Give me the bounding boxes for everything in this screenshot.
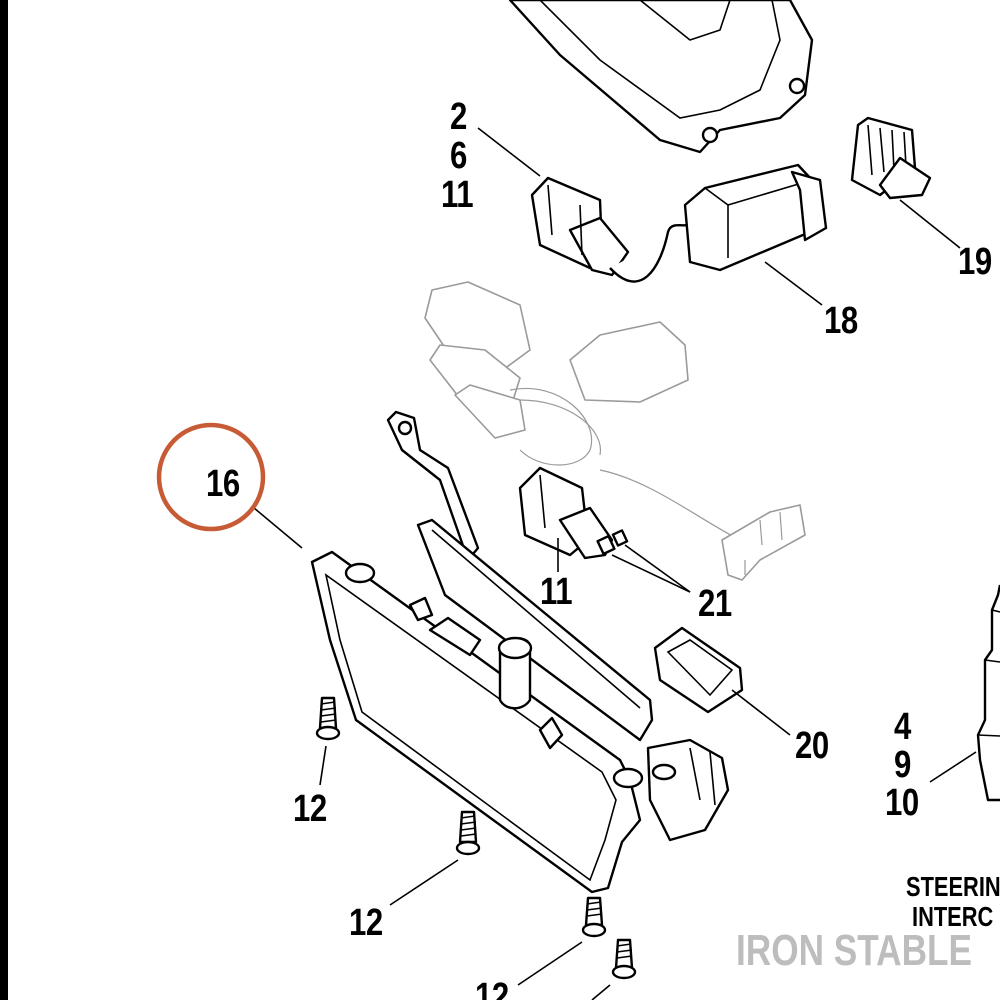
- callout-20: 20: [795, 725, 829, 767]
- callout-11-lower: 11: [540, 571, 573, 613]
- callout-18: 18: [824, 300, 858, 342]
- module-part-18: [683, 163, 828, 272]
- callout-12-c: 12: [475, 976, 509, 1000]
- callout-16: 16: [206, 463, 240, 505]
- tray-part-16: [310, 518, 730, 894]
- page-edge-bar: [0, 0, 8, 1000]
- screw-12d: [611, 938, 637, 980]
- callout-4: 4: [894, 706, 911, 748]
- callout-11-upper: 11: [441, 174, 474, 216]
- callout-21: 21: [698, 583, 732, 625]
- leader-lines: [253, 127, 977, 1000]
- plug-part-19: [850, 116, 932, 200]
- note-line-1: STEERIN: [906, 871, 1000, 902]
- screw-12b: [455, 810, 481, 856]
- grommet-part-20: [653, 626, 744, 714]
- screw-12a: [315, 696, 341, 741]
- mounting-bracket: [386, 410, 480, 562]
- callout-6: 6: [450, 135, 467, 177]
- wiring-harness-ghost: [424, 281, 806, 581]
- side-part-4-9-10: [976, 584, 1000, 802]
- callout-19: 19: [958, 241, 992, 283]
- callout-10: 10: [885, 782, 919, 824]
- connector-part-11: [518, 466, 629, 560]
- upper-housing-part: [508, 0, 814, 154]
- callout-12-b: 12: [349, 902, 383, 944]
- connector-part-2: [530, 176, 630, 277]
- watermark-text: IRON STABLE: [736, 926, 972, 975]
- callout-2: 2: [450, 96, 467, 138]
- highlight-circle: [156, 422, 266, 532]
- callout-12-a: 12: [293, 788, 327, 830]
- screw-12c: [581, 896, 607, 938]
- bracket-hole: [397, 420, 413, 436]
- note-line-2: INTERC: [912, 901, 994, 932]
- callout-9: 9: [894, 744, 911, 786]
